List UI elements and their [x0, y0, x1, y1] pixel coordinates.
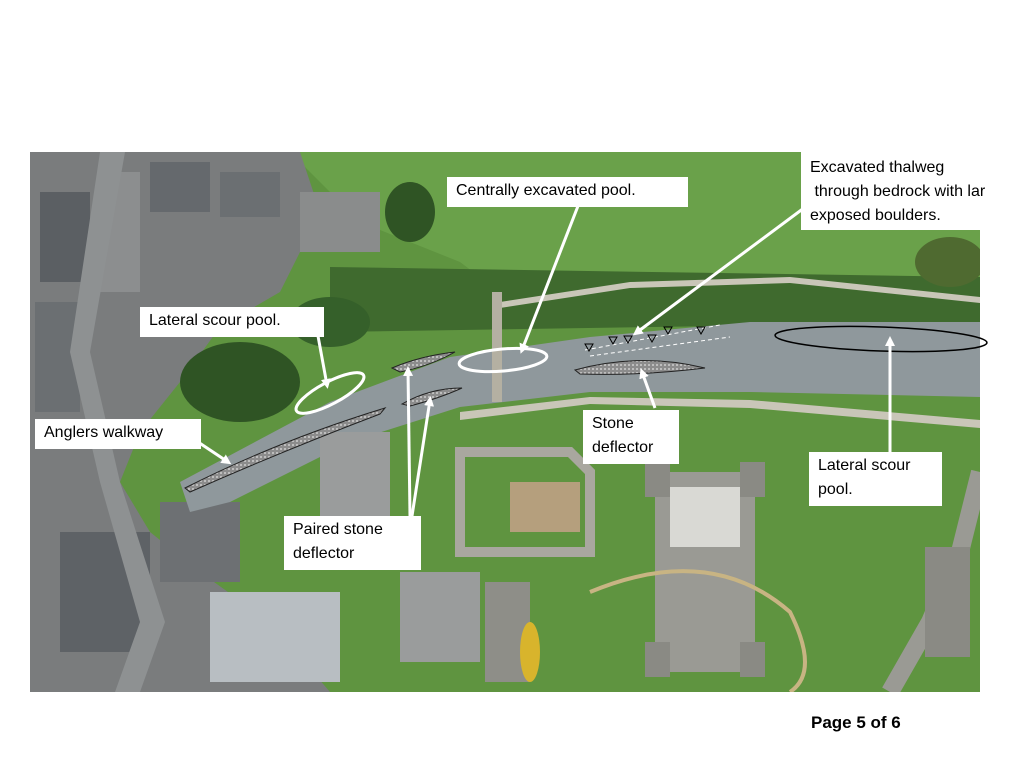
roof — [160, 502, 240, 582]
castle-courtyard — [510, 482, 580, 532]
roof — [40, 192, 90, 282]
callout-text: Centrally excavated pool. — [456, 182, 636, 199]
callout-text-line-1: Lateral scour — [818, 457, 911, 474]
tree-cluster — [180, 342, 300, 422]
castle-track — [589, 569, 807, 692]
callout-text-line-2: pool. — [818, 481, 853, 498]
callout-lateral-scour-pool-left: Lateral scour pool. — [140, 307, 324, 337]
riverside-path — [460, 397, 980, 428]
callout-text-line-1: Stone — [592, 415, 634, 432]
callout-text-line-1: Paired stone — [293, 521, 383, 538]
roof — [300, 192, 380, 252]
callout-text-line-2: deflector — [293, 545, 355, 562]
callout-centrally-excavated-pool: Centrally excavated pool. — [447, 177, 688, 207]
roof — [220, 172, 280, 217]
river — [180, 322, 980, 512]
callout-stone-deflector: Stone deflector — [583, 410, 679, 464]
callout-anglers-walkway: Anglers walkway — [35, 419, 201, 449]
footbridge — [492, 292, 502, 402]
tree-cluster — [915, 237, 980, 287]
castle-keep-roof — [670, 487, 740, 547]
callout-text-line-2: through bedrock with lar — [810, 183, 986, 200]
flowering-shrubs — [520, 622, 540, 682]
callout-text-line-1: Excavated thalweg — [810, 159, 945, 176]
car-park — [400, 572, 480, 662]
castle-tower — [740, 462, 765, 497]
roof — [210, 592, 340, 682]
callout-text-line-2: deflector — [592, 439, 654, 456]
tree — [385, 182, 435, 242]
roof — [150, 162, 210, 212]
castle-tower — [645, 462, 670, 497]
round-tower — [925, 547, 970, 657]
castle-tower — [645, 642, 670, 677]
castle-outer-wall — [455, 447, 595, 557]
callout-paired-stone-deflector: Paired stone deflector — [284, 516, 421, 570]
page-number: Page 5 of 6 — [811, 713, 901, 732]
far-bank-path — [500, 277, 980, 308]
main-street — [70, 152, 165, 692]
callout-text: Lateral scour pool. — [149, 312, 281, 329]
castle-tower — [740, 642, 765, 677]
callout-text-line-3: exposed boulders. — [810, 207, 941, 224]
callout-lateral-scour-pool-right: Lateral scour pool. — [809, 452, 942, 506]
callout-text: Anglers walkway — [44, 424, 164, 441]
callout-excavated-thalweg: Excavated thalweg through bedrock with l… — [801, 152, 1024, 230]
